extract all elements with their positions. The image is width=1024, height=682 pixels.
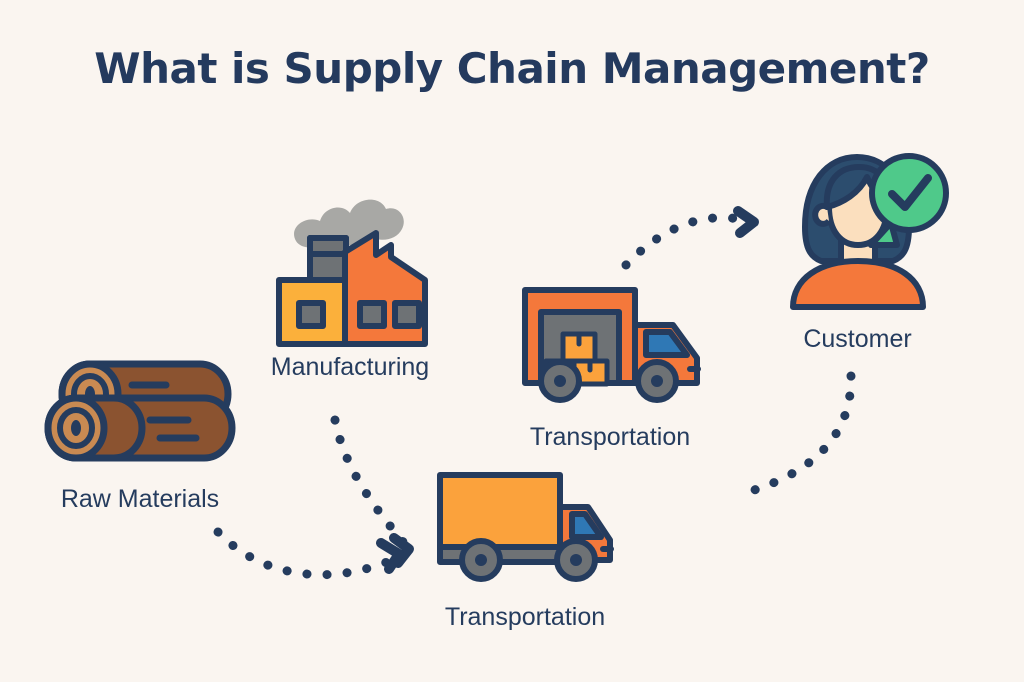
customer-approved-icon bbox=[775, 145, 949, 310]
arrow-manufacturing-to-transportation bbox=[330, 415, 414, 568]
logs-icon bbox=[44, 350, 236, 470]
arrow-transportation-to-customer bbox=[621, 206, 759, 270]
page-title: What is Supply Chain Management? bbox=[94, 44, 930, 93]
node-label-manufacturing: Manufacturing bbox=[270, 353, 430, 381]
factory-icon bbox=[270, 175, 440, 350]
node-label-transportation-upper: Transportation bbox=[529, 423, 691, 451]
arrow-customer-to-transportation bbox=[743, 371, 856, 497]
node-label-transportation-lower: Transportation bbox=[444, 603, 606, 631]
node-label-customer: Customer bbox=[803, 325, 912, 353]
node-label-raw-materials: Raw Materials bbox=[60, 485, 220, 513]
delivery-truck-loaded-icon bbox=[515, 280, 715, 405]
arrow-rawmaterials-to-transportation bbox=[213, 527, 404, 580]
delivery-truck-icon bbox=[430, 465, 630, 585]
